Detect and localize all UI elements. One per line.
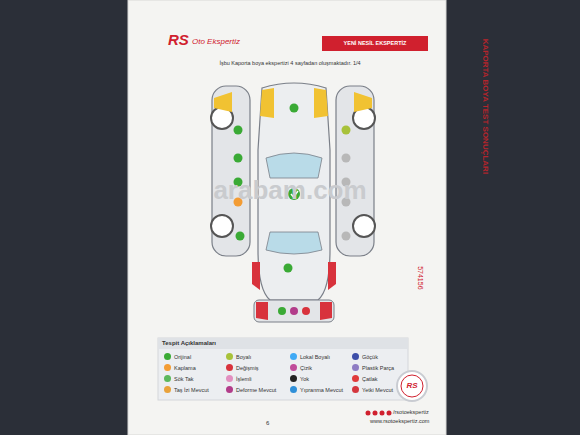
page-number: 6 [266,420,269,427]
legend-swatch [290,375,297,382]
legend-swatch [290,364,297,371]
legend-text: Plastik Parça [362,365,394,371]
legend-text: Orijinal [174,354,191,360]
legend-swatch [164,364,171,371]
legend-text: Göçük [362,354,378,360]
legend-swatch [352,386,359,393]
logo-text: Oto Ekspertiz [192,38,240,47]
social-handle: /rsotoekspertiz [393,409,429,415]
legend-swatch [226,386,233,393]
legend-swatch [226,353,233,360]
badge-text: RS [406,382,417,391]
legend-text: İşlemli [236,376,252,382]
legend-text: Taş İzi Mevcut [174,387,209,393]
website: www.rsotoekspertiz.com [370,418,429,424]
watermark: arabam.com [213,176,366,205]
legend-text: Çizik [300,365,312,371]
subtitle: İşbu Kaporta boya ekspertizi 4 sayfadan … [219,60,360,66]
logo-mark: RS [168,32,189,49]
legend-text: Yıpranma Mevcut [300,387,343,393]
legend-swatch [164,375,171,382]
legend-text: Değişmiş [236,365,259,371]
legend-text: Lokal Boyalı [300,354,330,360]
banner-text: YENİ NESİL EKSPERTİZ [344,40,407,46]
legend-text: Yok [300,376,309,382]
legend-swatch [164,353,171,360]
legend-swatch [290,353,297,360]
legend-swatch [226,375,233,382]
legend-text: Deforme Mevcut [236,387,276,393]
legend-swatch [352,375,359,382]
legend-text: Kaplama [174,365,196,371]
legend-swatch [352,353,359,360]
report-title: KAPORTA BOYA TEST SONUÇLARI [480,39,489,174]
report-number: 574156 [416,266,424,289]
legend-swatch [164,386,171,393]
legend-swatch [226,364,233,371]
legend-text: Boyalı [236,354,251,360]
legend-text: Çatlak [362,376,378,382]
legend-text: Yetki Mevcut [362,387,393,393]
legend-heading: Tespit Açıklamaları [162,340,216,347]
legend-text: Sök Tak [174,376,193,382]
legend-swatch [290,386,297,393]
legend-swatch [352,364,359,371]
